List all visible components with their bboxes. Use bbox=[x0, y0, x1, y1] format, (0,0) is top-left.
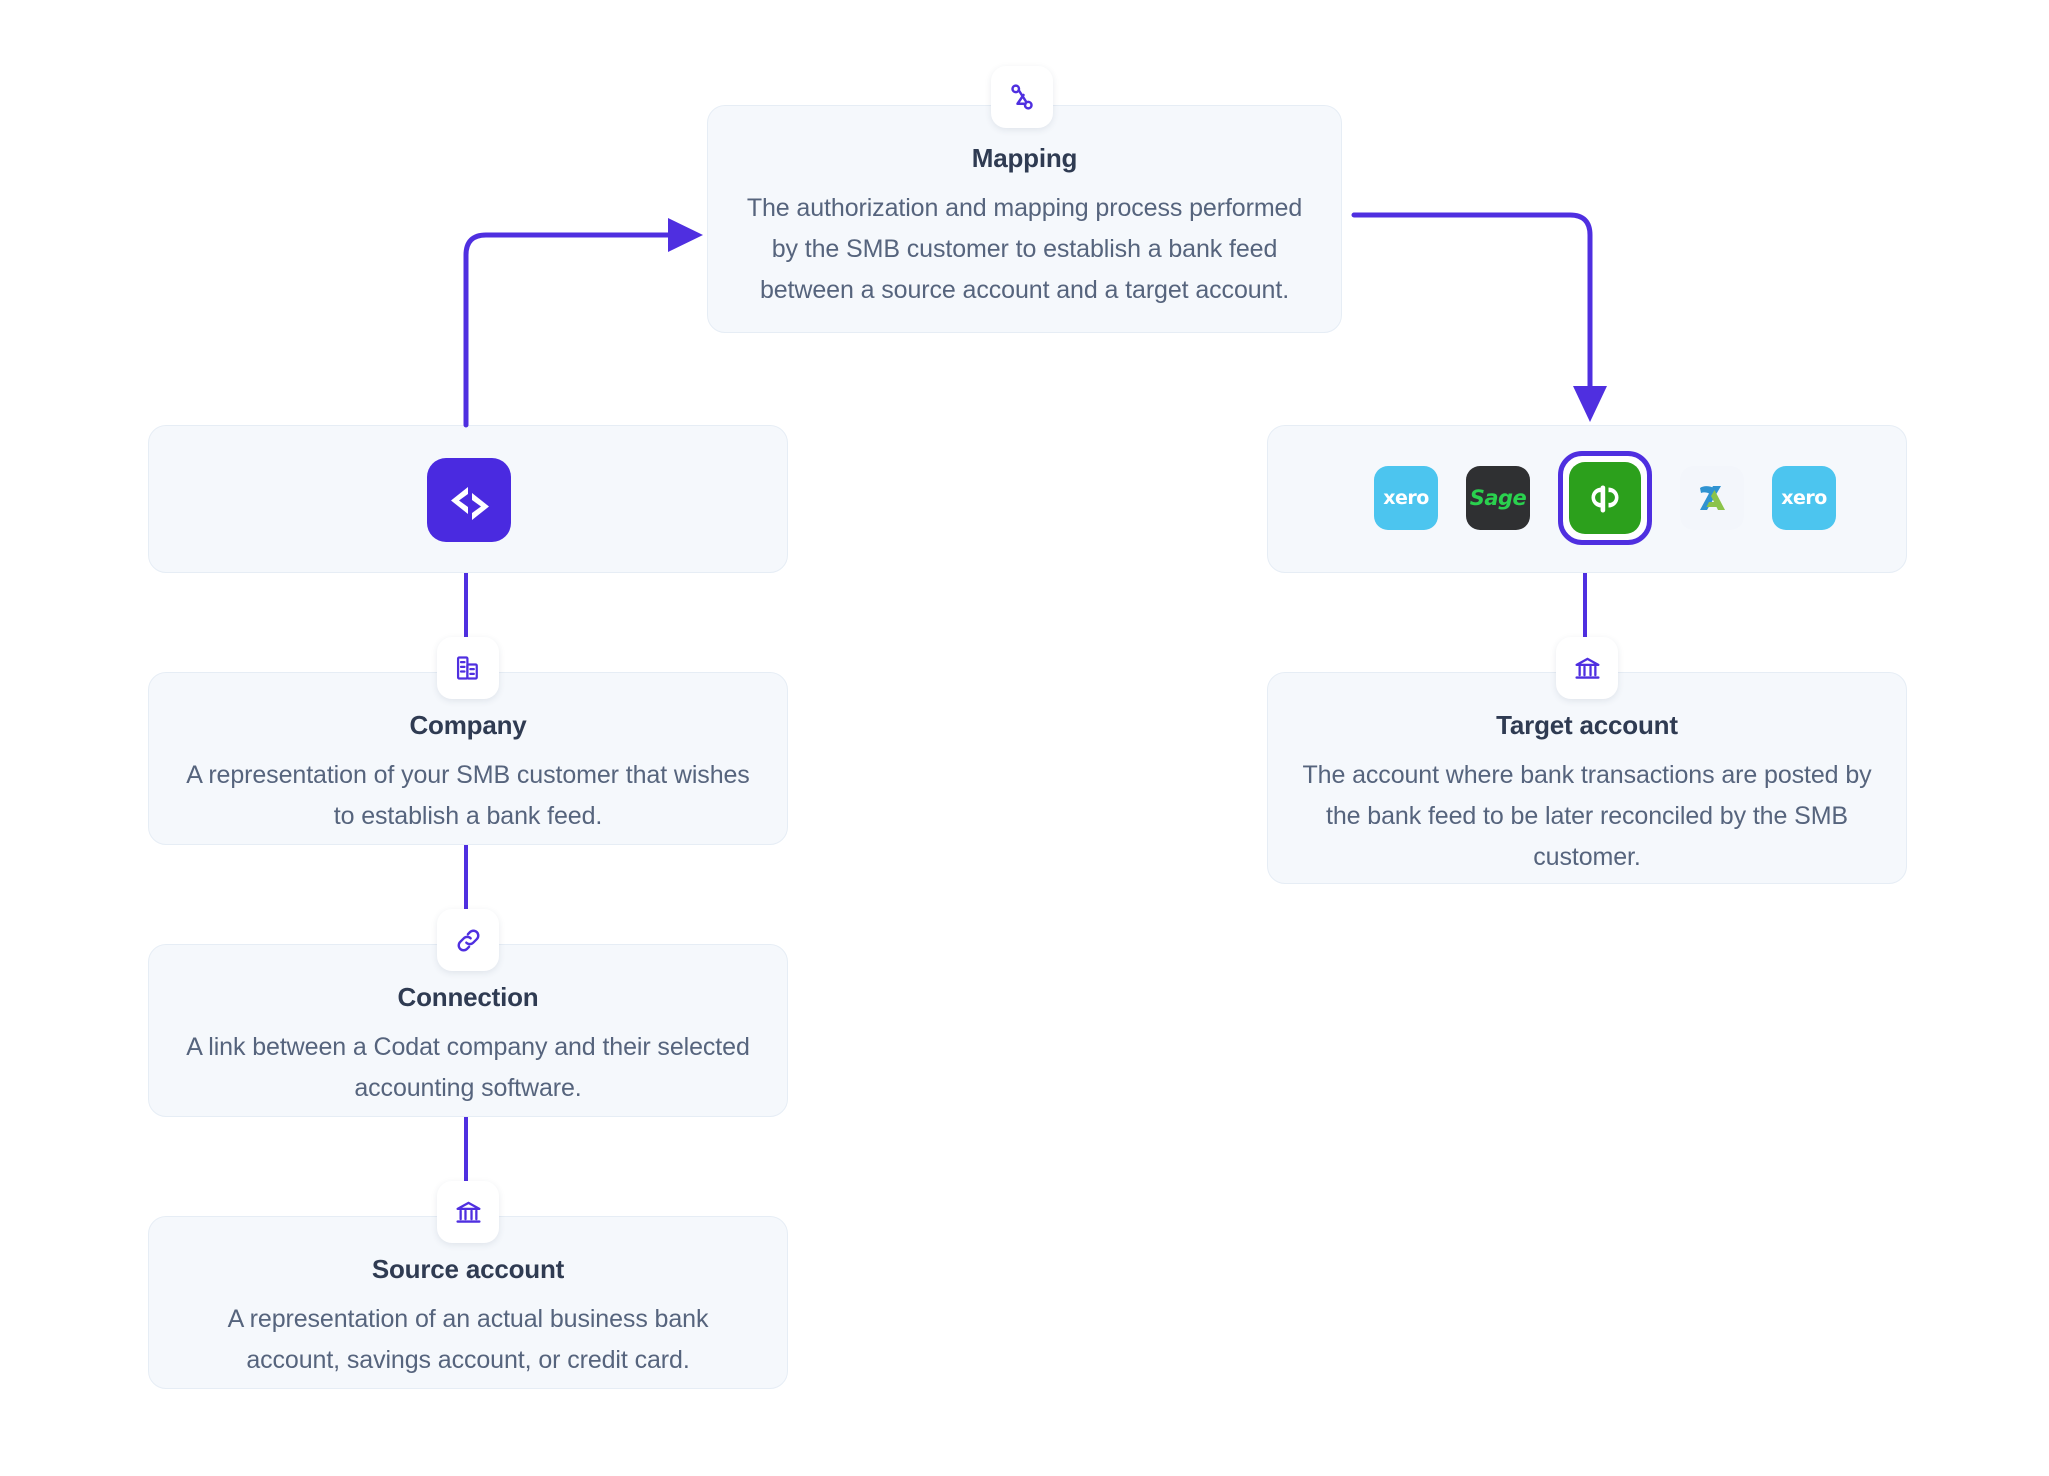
mapping-card-icon-badge bbox=[991, 66, 1053, 128]
codat-platform-card bbox=[148, 425, 788, 573]
platform-logo-xero-1[interactable]: xero bbox=[1374, 466, 1438, 530]
codat-logo bbox=[427, 458, 511, 542]
connector-connection-to-source bbox=[464, 1117, 468, 1222]
connector-codat-to-mapping bbox=[463, 218, 703, 428]
company-card: Company A representation of your SMB cus… bbox=[148, 672, 788, 845]
platform-logo-sage[interactable]: Sage bbox=[1466, 466, 1530, 530]
target-account-card-icon-badge bbox=[1556, 637, 1618, 699]
connector-company-to-connection bbox=[464, 845, 468, 950]
source-account-card-description: A representation of an actual business b… bbox=[227, 1305, 709, 1374]
xero-wordmark: xero bbox=[1781, 487, 1827, 509]
mapping-card-title: Mapping bbox=[971, 143, 1078, 173]
bank-icon bbox=[454, 1198, 483, 1227]
platform-logo-quickbooks[interactable] bbox=[1569, 462, 1641, 534]
platform-logo-row: xero Sage bbox=[1374, 451, 1836, 545]
building-icon bbox=[454, 654, 482, 682]
connection-card-icon-badge bbox=[437, 909, 499, 971]
source-account-card-icon-badge bbox=[437, 1181, 499, 1243]
mapping-card: Mapping The authorization and mapping pr… bbox=[707, 105, 1342, 333]
bank-icon bbox=[1573, 654, 1602, 683]
sage-wordmark: Sage bbox=[1469, 486, 1527, 510]
source-account-card-title: Source account bbox=[371, 1254, 565, 1284]
link-icon bbox=[454, 926, 483, 955]
source-account-card: Source account A representation of an ac… bbox=[148, 1216, 788, 1389]
connection-card-description: A link between a Codat company and their… bbox=[186, 1033, 750, 1102]
route-icon bbox=[1007, 82, 1037, 112]
connector-mapping-to-platforms bbox=[1351, 212, 1607, 422]
company-card-icon-badge bbox=[437, 637, 499, 699]
platform-logo-quickbooks-selected[interactable] bbox=[1558, 451, 1652, 545]
connection-card: Connection A link between a Codat compan… bbox=[148, 944, 788, 1117]
platforms-card: xero Sage bbox=[1267, 425, 1907, 573]
connector-codat-to-company bbox=[464, 573, 468, 678]
company-card-title: Company bbox=[409, 710, 527, 740]
target-account-card: Target account The account where bank tr… bbox=[1267, 672, 1907, 884]
freeagent-icon bbox=[1700, 486, 1725, 510]
platform-logo-freeagent[interactable] bbox=[1680, 466, 1744, 530]
target-account-card-title: Target account bbox=[1496, 710, 1678, 740]
xero-wordmark: xero bbox=[1383, 487, 1429, 509]
platform-logo-xero-2[interactable]: xero bbox=[1772, 466, 1836, 530]
connector-platforms-to-target bbox=[1583, 573, 1587, 678]
codat-chevrons-icon bbox=[451, 487, 489, 520]
company-card-description: A representation of your SMB customer th… bbox=[186, 761, 750, 830]
quickbooks-qb-icon bbox=[1591, 485, 1619, 513]
target-account-card-description: The account where bank transactions are … bbox=[1302, 761, 1872, 871]
mapping-card-description: The authorization and mapping process pe… bbox=[746, 194, 1303, 304]
connection-card-title: Connection bbox=[397, 982, 539, 1012]
